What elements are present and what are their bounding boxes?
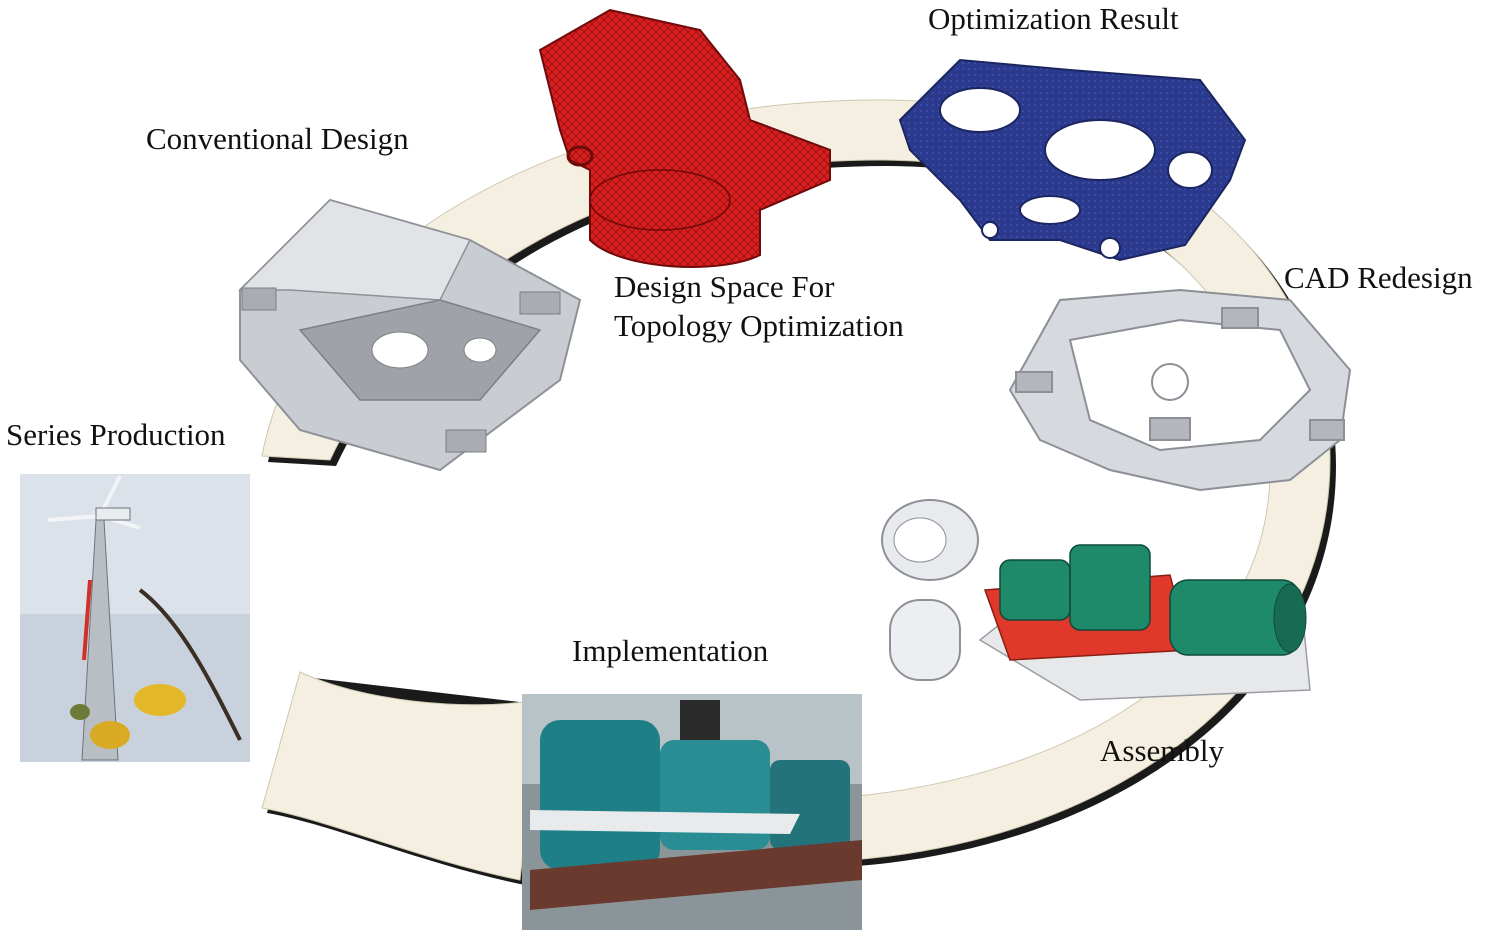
series-production-label: Series Production (6, 417, 226, 452)
conventional-design-part (238, 198, 582, 472)
series-production-photo (20, 474, 250, 762)
optimization-result-label: Optimization Result (928, 1, 1179, 36)
assembly-label: Assembly (1100, 733, 1224, 768)
cycle-arrow-head (261, 671, 541, 881)
implementation-label: Implementation (572, 633, 769, 668)
design-space-part (538, 8, 831, 268)
optimization-result-part (898, 58, 1247, 262)
design-space-label-line2: Topology Optimization (614, 307, 904, 343)
cad-redesign-label: CAD Redesign (1284, 260, 1473, 295)
implementation-photo (522, 694, 862, 930)
design-space-label-line1: Design Space For (614, 269, 835, 304)
conventional-design-label: Conventional Design (146, 121, 409, 156)
assembly-part (881, 499, 1311, 701)
cad-redesign-part (1008, 288, 1352, 492)
design-space-label: Design Space For Topology Optimization (614, 268, 904, 346)
